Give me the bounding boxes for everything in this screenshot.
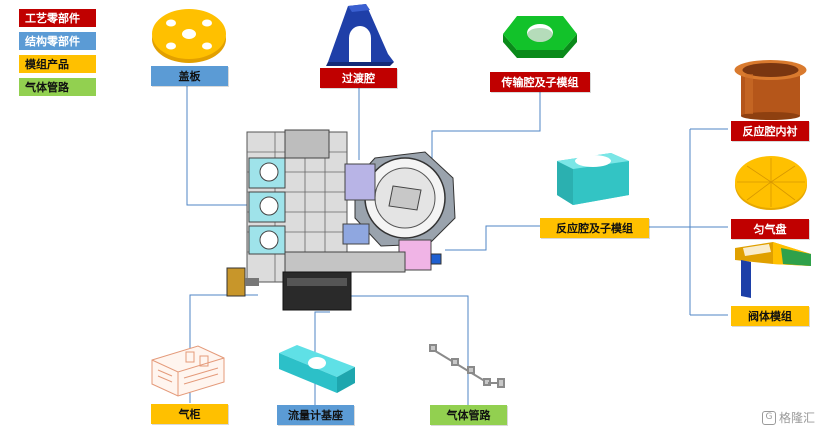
cover-plate-label: 盖板 [151, 66, 228, 86]
watermark-text: 格隆汇 [779, 411, 816, 425]
gas-cabinet-image [151, 345, 225, 397]
transfer-chamber-label: 传输腔及子模组 [490, 72, 590, 92]
legend-structural-parts: 结构零部件 [19, 32, 96, 50]
showerhead-label: 匀气盘 [731, 219, 809, 239]
transition-chamber-label: 过渡腔 [320, 68, 397, 88]
legend-module-products: 模组产品 [19, 55, 96, 73]
liner-image [734, 60, 807, 120]
watermark-logo-icon: G [762, 410, 776, 425]
watermark: G 格隆汇 [762, 409, 815, 426]
central-equipment-image [226, 129, 456, 311]
valve-module-image [735, 242, 811, 298]
legend-gas-lines: 气体管路 [19, 78, 96, 96]
cover-plate-image [152, 9, 226, 63]
flowmeter-base-label: 流量计基座 [277, 405, 354, 425]
reaction-chamber-label: 反应腔及子模组 [540, 218, 649, 238]
liner-label: 反应腔内衬 [731, 121, 809, 141]
flowmeter-base-image [279, 345, 355, 393]
transfer-chamber-image [503, 16, 577, 58]
reaction-chamber-image [557, 153, 629, 205]
gas-cabinet-label: 气柜 [151, 404, 228, 424]
transition-chamber-image [326, 4, 394, 66]
valve-module-label: 阀体模组 [731, 306, 809, 326]
legend-process-parts: 工艺零部件 [19, 9, 96, 27]
gas-line-label: 气体管路 [430, 405, 507, 425]
showerhead-image [735, 156, 807, 210]
gas-line-image [429, 344, 505, 388]
